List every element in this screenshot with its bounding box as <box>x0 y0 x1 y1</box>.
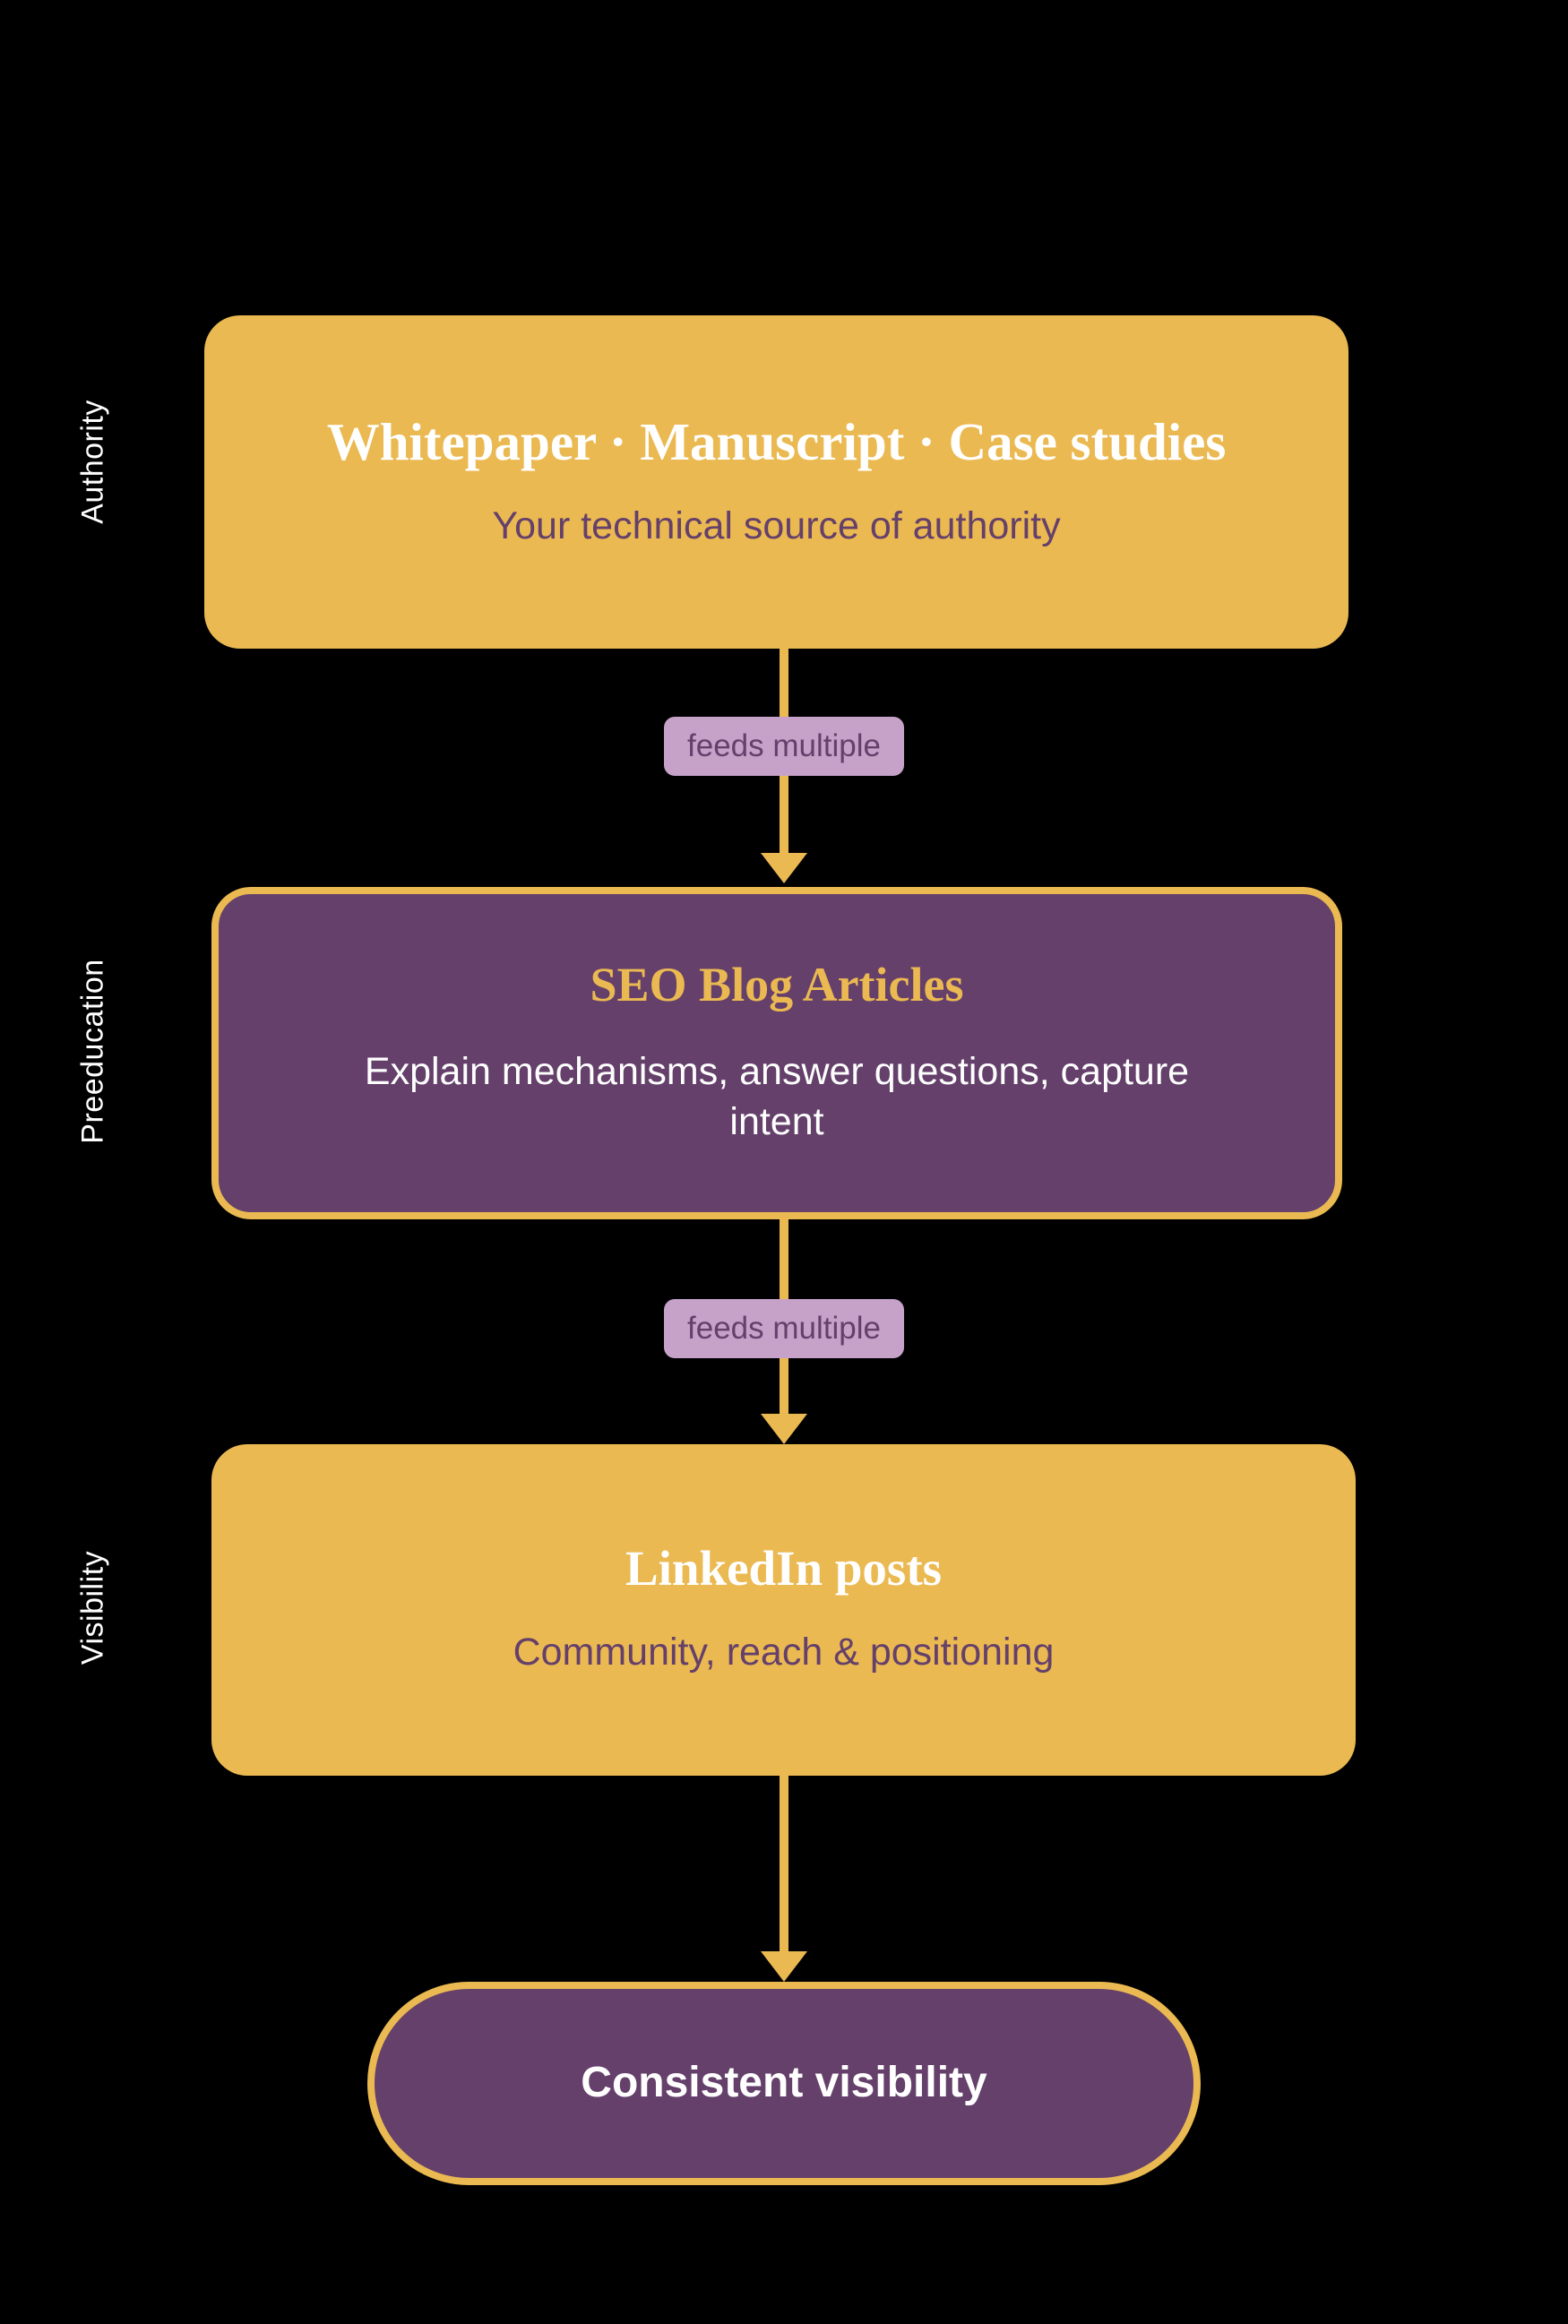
arrowhead-icon <box>761 1414 807 1444</box>
edge-label-feeds-multiple-2: feeds multiple <box>664 1299 904 1358</box>
arrowhead-icon <box>761 853 807 883</box>
node-outcome[interactable]: Consistent visibility <box>367 1982 1201 2185</box>
stage-label-preeducation: Preeducation <box>75 959 110 1144</box>
edge-label-feeds-multiple-1: feeds multiple <box>664 717 904 776</box>
arrowhead-icon <box>761 1951 807 1982</box>
node-preeducation-title: SEO Blog Articles <box>590 957 964 1011</box>
node-visibility-subtitle: Community, reach & positioning <box>513 1631 1055 1674</box>
stage-label-authority: Authority <box>75 400 110 524</box>
stage-label-visibility: Visibility <box>75 1550 110 1666</box>
node-preeducation[interactable]: SEO Blog Articles Explain mechanisms, an… <box>211 887 1342 1219</box>
node-outcome-title: Consistent visibility <box>581 2059 987 2107</box>
edge-visibility-to-outcome <box>780 1776 788 1971</box>
node-authority-title: Whitepaper · Manuscript · Case studies <box>326 411 1227 471</box>
node-visibility-title: LinkedIn posts <box>625 1540 943 1596</box>
node-preeducation-subtitle: Explain mechanisms, answer questions, ca… <box>364 1050 1190 1144</box>
node-authority-subtitle: Your technical source of authority <box>492 504 1061 547</box>
node-authority[interactable]: Whitepaper · Manuscript · Case studies Y… <box>204 315 1348 649</box>
node-visibility[interactable]: LinkedIn posts Community, reach & positi… <box>211 1444 1356 1776</box>
